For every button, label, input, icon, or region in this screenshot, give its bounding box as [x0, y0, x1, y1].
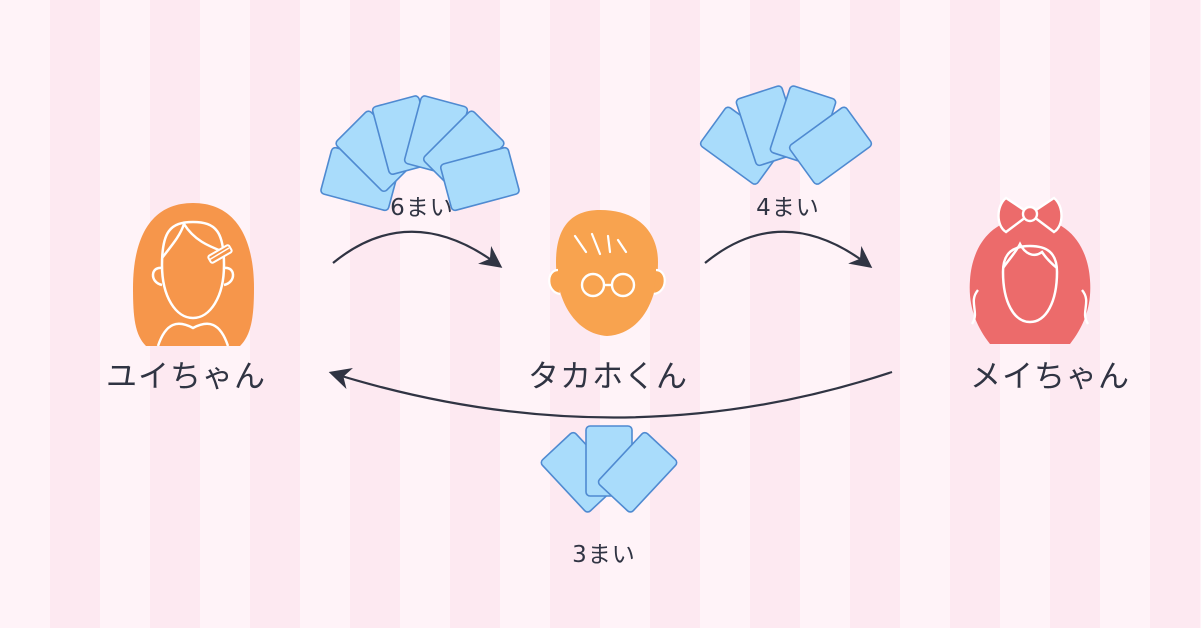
yui-bangs: [161, 221, 225, 259]
card-icon: [597, 431, 678, 513]
takaho-name: タカホくん: [528, 359, 688, 395]
takaho-head: [556, 210, 658, 336]
arrow-takaho-to-mei: [704, 230, 873, 268]
takaho-ear-left: [548, 268, 561, 296]
mei-avatar: [969, 196, 1091, 344]
card-icon: [439, 146, 520, 212]
mei-hair: [969, 218, 1091, 344]
mei-bangs: [1001, 241, 1058, 269]
yui-face-outline: [160, 220, 226, 320]
yui-neck-collar: [156, 322, 230, 347]
count-yui-to-takaho: 6まい: [390, 195, 454, 221]
mei-name: メイちゃん: [970, 359, 1130, 395]
takaho-avatar: [548, 210, 666, 336]
count-takaho-to-mei: 4まい: [756, 195, 820, 221]
count-mei-to-yui: 3まい: [572, 542, 636, 568]
card-icon: [788, 106, 873, 185]
takaho-hair-line: [573, 232, 628, 256]
glasses-icon: [580, 272, 636, 298]
card-fan-six: [320, 95, 520, 212]
card-fan-three: [540, 425, 678, 513]
yui-avatar: [133, 203, 254, 347]
yui-ear-right: [223, 266, 235, 287]
yui-hair: [133, 203, 254, 346]
hair-clip-icon: [207, 244, 233, 264]
arrow-mei-to-yui: [328, 368, 893, 419]
hair-bow-icon: [997, 196, 1063, 234]
arrow-yui-to-takaho: [332, 230, 503, 268]
yui-name: ユイちゃん: [106, 359, 266, 395]
card-fan-four: [699, 85, 873, 185]
yui-ear-left: [151, 266, 163, 287]
mei-hair-waves: [970, 289, 1090, 325]
takaho-ear-right: [653, 268, 666, 296]
